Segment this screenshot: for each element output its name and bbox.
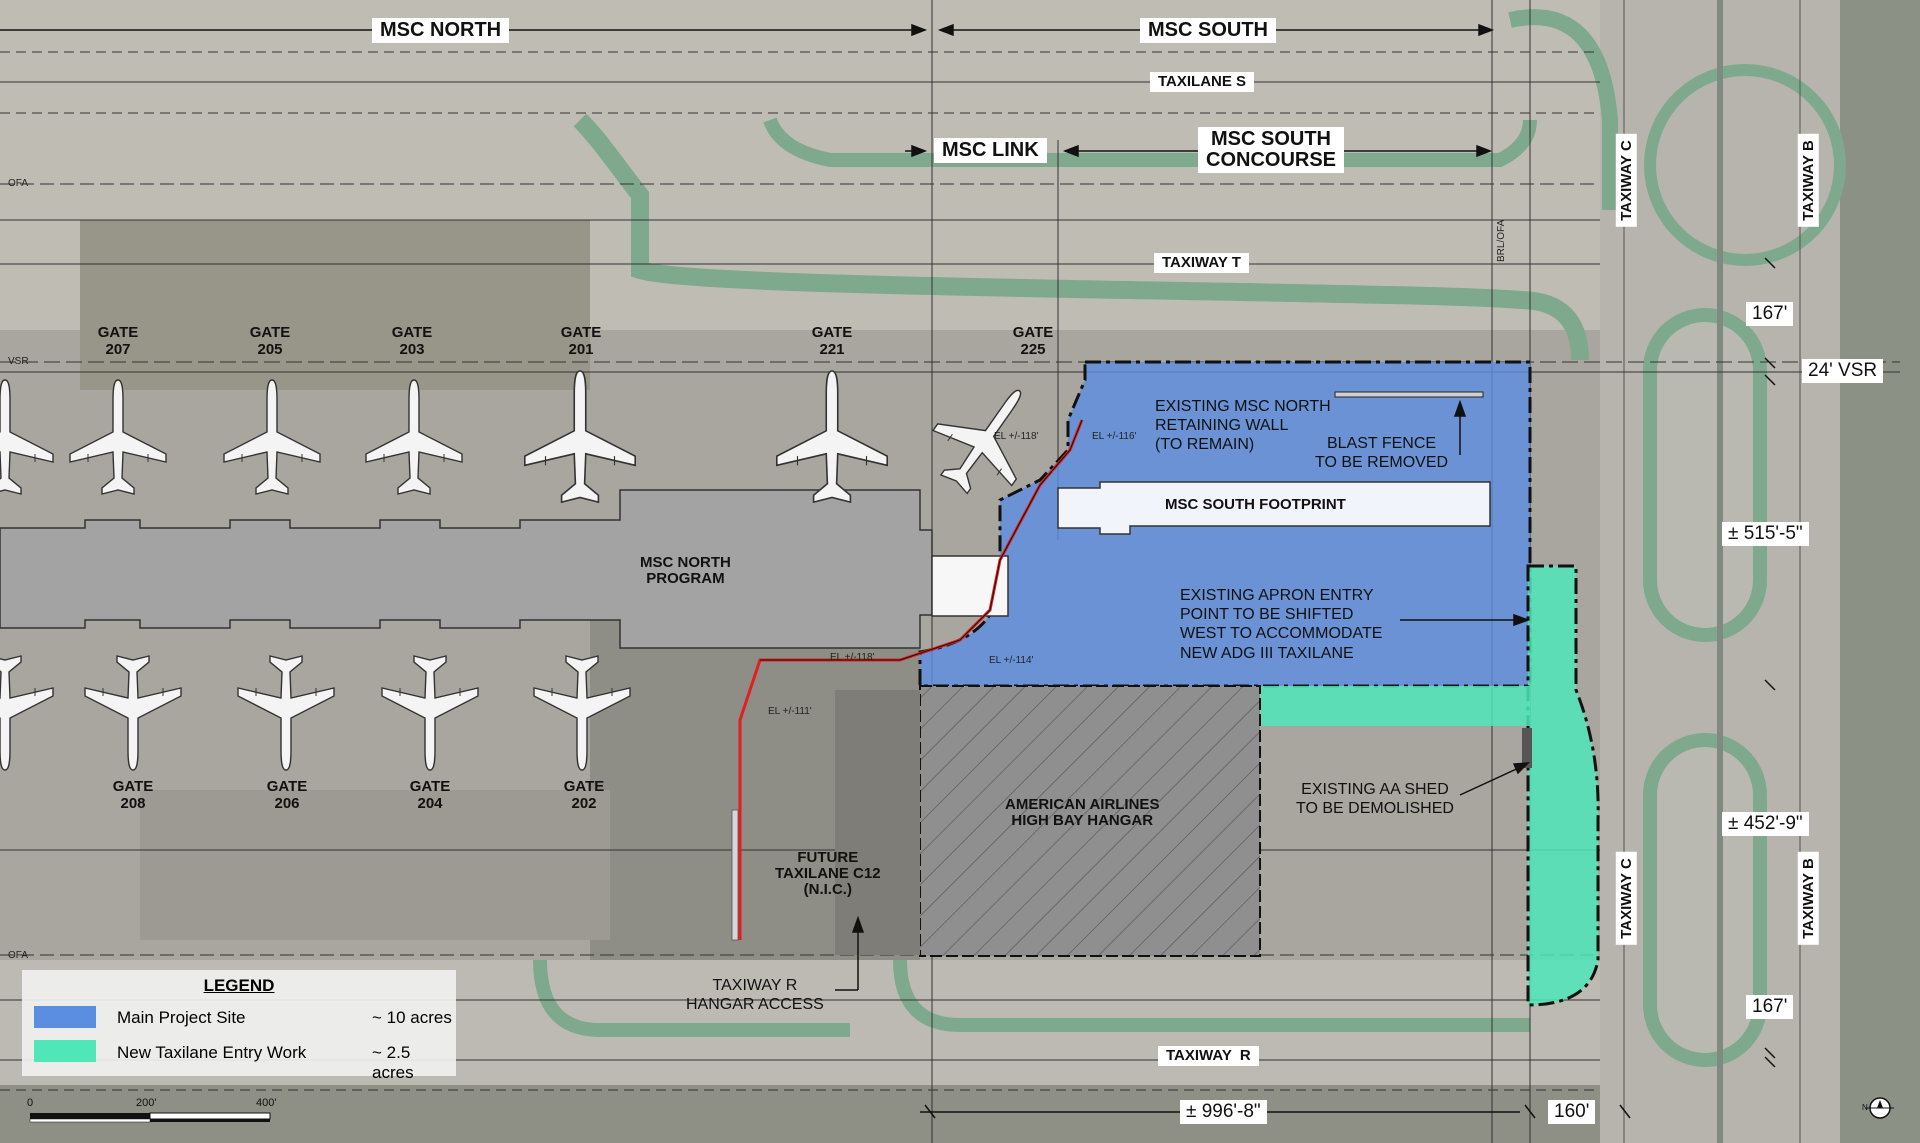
legend-label-main-site: Main Project Site — [117, 1008, 246, 1027]
msc-link-connector — [931, 555, 1009, 617]
zone-msc-north: MSC NORTH — [372, 18, 510, 43]
aerial-apron — [140, 790, 610, 940]
loop-top — [1644, 64, 1846, 266]
label-taxilane-s: TAXILANE S — [1150, 72, 1255, 92]
note-aa-shed: EXISTING AA SHED TO BE DEMOLISHED — [1296, 781, 1454, 818]
legend-swatch-main-site — [34, 1006, 96, 1028]
blast-fence — [1334, 391, 1484, 398]
dimension-vsr: 24' VSR — [1802, 359, 1884, 383]
gate-label-208: GATE 208 — [112, 778, 154, 813]
parking-area — [80, 220, 590, 390]
shoulder-ne — [1508, 9, 1618, 210]
ofa-label: OFA — [8, 950, 29, 961]
retaining-wall-outline — [760, 419, 1083, 661]
label-taxiway-r: TAXIWAY R — [1158, 1046, 1259, 1066]
msc-south-footprint-building — [1057, 481, 1491, 535]
label-taxiway-c-bottom: TAXIWAY C — [1615, 852, 1637, 945]
dimension-160: 160' — [1548, 1100, 1596, 1124]
island-south — [1643, 733, 1767, 1067]
wall-segment — [731, 809, 739, 941]
dimension-996: ± 996'-8" — [1180, 1100, 1267, 1124]
gate-label-225: GATE 225 — [1012, 324, 1054, 359]
legend-title: LEGEND — [203, 976, 275, 995]
gate-label-207: GATE 207 — [97, 324, 139, 359]
dimension-515: ± 515'-5" — [1722, 522, 1809, 546]
label-taxiway-b-top: TAXIWAY B — [1797, 134, 1819, 227]
gate-label-201: GATE 201 — [560, 324, 602, 359]
vsr-label: VSR — [8, 356, 29, 367]
elevation-label: EL +/-118' — [994, 431, 1039, 442]
label-taxiway-b-bottom: TAXIWAY B — [1797, 852, 1819, 945]
legend: LEGEND Main Project Site ~ 10 acres New … — [22, 970, 456, 1082]
taxilane-entry-work-strip — [1260, 686, 1530, 726]
aa-shed — [1522, 728, 1532, 768]
shoulder-south — [893, 959, 1530, 1032]
gate-label-202: GATE 202 — [563, 778, 605, 813]
gate-label-204: GATE 204 — [409, 778, 451, 813]
leader-lines — [835, 399, 1531, 991]
legend-area-taxilane-entry: ~ 2.5 acres — [372, 1043, 414, 1082]
label-future-taxilane-c12: FUTURE TAXILANE C12 (N.I.C.) — [775, 849, 881, 898]
shoulder-taxilane-s — [763, 117, 1537, 167]
zone-msc-south-concourse: MSC SOUTH CONCOURSE — [1198, 127, 1345, 173]
scale-tick-200: 200' — [136, 1097, 157, 1109]
shoulder-south-west — [533, 959, 850, 1037]
gate-label-205: GATE 205 — [249, 324, 291, 359]
brl-ofa-label: BRL/OFA — [1496, 219, 1507, 262]
scale-tick-400: 400' — [256, 1097, 277, 1109]
ofa-label: OFA — [8, 178, 29, 189]
scale-tick-0: 0 — [27, 1097, 34, 1109]
future-taxilane-area — [835, 690, 920, 955]
elevation-label: EL +/-114' — [989, 655, 1034, 666]
zone-msc-south: MSC SOUTH — [1140, 18, 1276, 43]
dimension-167-bottom: 167' — [1746, 995, 1794, 1019]
gate-label-221: GATE 221 — [811, 324, 853, 359]
elevation-label: EL +/-118' — [830, 652, 875, 663]
gate-label-206: GATE 206 — [266, 778, 308, 813]
north-arrow-label: N — [1862, 1103, 1868, 1112]
grass-east — [1840, 0, 1920, 1143]
note-taxiway-r-access: TAXIWAY R HANGAR ACCESS — [686, 977, 824, 1014]
label-taxiway-t: TAXIWAY T — [1154, 253, 1249, 273]
legend-swatch-taxilane-entry — [34, 1040, 96, 1062]
gate-label-203: GATE 203 — [391, 324, 433, 359]
note-blast-fence: BLAST FENCE TO BE REMOVED — [1315, 435, 1449, 472]
taxilane-entry-work-area — [1526, 564, 1600, 1007]
label-taxiway-c-top: TAXIWAY C — [1615, 134, 1637, 227]
legend-area-main-site: ~ 10 acres — [372, 1008, 452, 1027]
zone-msc-link: MSC LINK — [934, 138, 1047, 163]
dimension-452: ± 452'-9" — [1722, 812, 1809, 836]
island-north — [1643, 308, 1767, 642]
label-msc-north-program: MSC NORTH PROGRAM — [640, 554, 731, 587]
scale-bar — [29, 1112, 271, 1123]
elevation-label: EL +/-111' — [768, 706, 812, 717]
note-apron-entry: EXISTING APRON ENTRY POINT TO BE SHIFTED… — [1180, 587, 1383, 662]
note-retaining-wall: EXISTING MSC NORTH RETAINING WALL (TO RE… — [1155, 398, 1331, 454]
north-arrow — [1866, 1097, 1894, 1119]
label-aa-hangar: AMERICAN AIRLINES HIGH BAY HANGAR — [1005, 796, 1160, 829]
elevation-label: EL +/-116' — [1092, 431, 1137, 442]
label-msc-south-footprint: MSC SOUTH FOOTPRINT — [1165, 496, 1346, 513]
aa-hangar-hatch — [919, 685, 1261, 957]
dimension-167-top: 167' — [1746, 302, 1794, 326]
legend-label-taxilane-entry: New Taxilane Entry Work — [117, 1043, 307, 1062]
